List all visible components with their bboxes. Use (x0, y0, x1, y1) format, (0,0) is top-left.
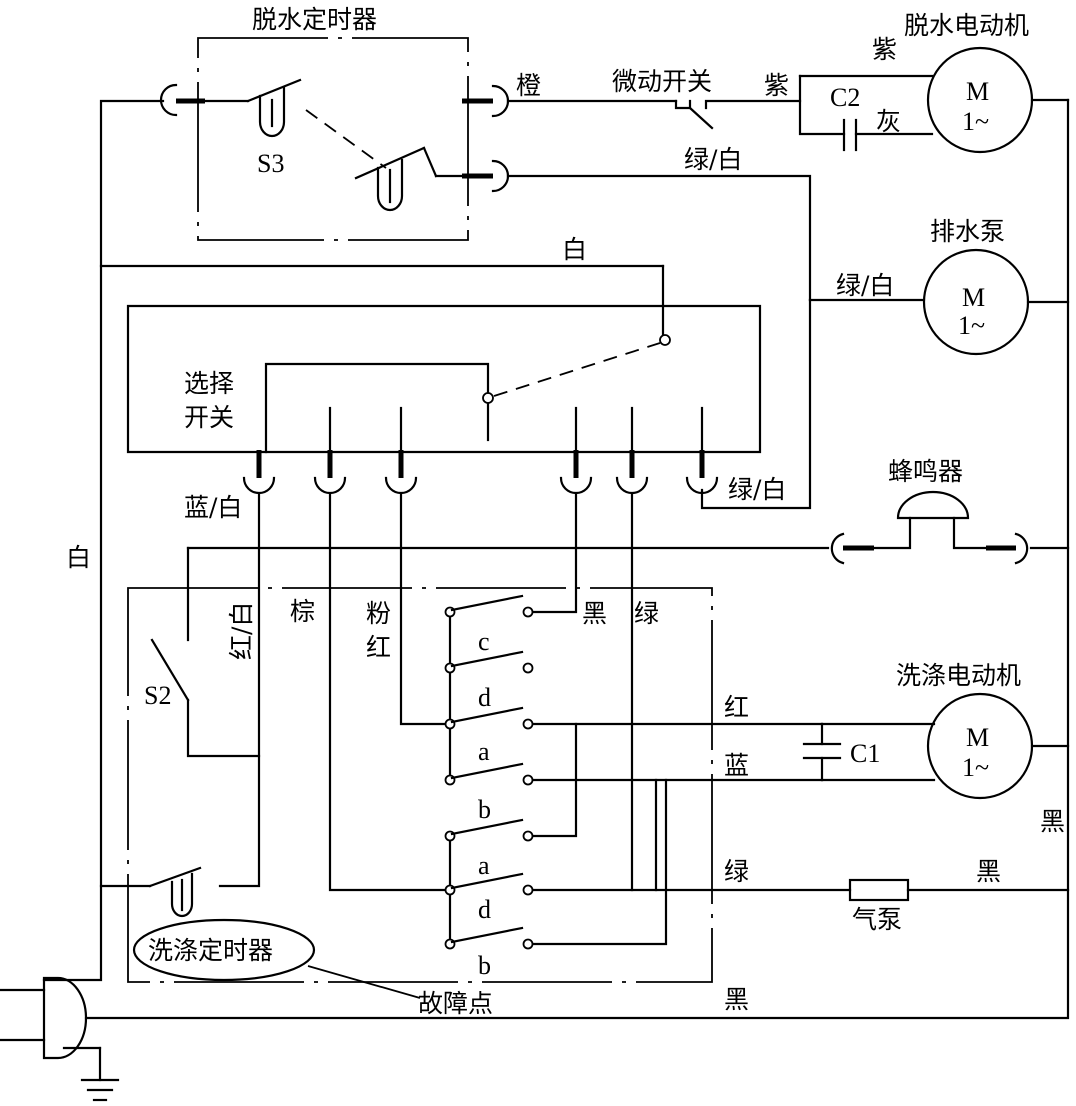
spin-motor-phase: 1~ (962, 107, 989, 136)
green-white-label-drain: 绿/白 (836, 271, 894, 300)
spin-timer-box (197, 37, 469, 241)
drain-pump (922, 248, 1070, 356)
wash-timer-main-contact (148, 866, 202, 888)
green-wire-label-right: 绿 (724, 857, 749, 886)
spin-motor-label: 脱水电动机 (904, 11, 1029, 40)
wash-motor-label: 洗涤电动机 (896, 661, 1021, 690)
contact-b-label-lower: b (478, 951, 491, 980)
black-wire-label-airpump: 黑 (976, 857, 1001, 886)
air-pump-body (848, 878, 910, 902)
wash-motor (926, 692, 1070, 800)
air-pump-label: 气泵 (852, 905, 902, 934)
green-wire-label-top: 绿 (634, 599, 659, 628)
micro-switch (506, 99, 802, 130)
s2-switch-blade (150, 638, 190, 702)
purple-wire-label-left: 紫 (764, 71, 789, 100)
green-white-drain-wire (506, 174, 812, 302)
selector-terminals (242, 450, 719, 495)
air-pump (848, 878, 1070, 902)
selector-switch-box (126, 304, 762, 454)
black-wire-label-right: 黑 (1040, 807, 1065, 836)
gray-wire-label: 灰 (876, 107, 901, 136)
drain-pump-phase: 1~ (958, 311, 985, 340)
white-wire-label-left: 白 (66, 543, 91, 572)
spin-timer (159, 37, 510, 241)
s2-label: S2 (144, 681, 171, 710)
pink-red-wire (399, 492, 452, 726)
white-wire-label-top: 白 (562, 235, 587, 264)
right-rail-black-wire (84, 98, 1070, 1020)
micro-switch-label: 微动开关 (612, 67, 712, 96)
pink-label-line1: 粉 (366, 599, 391, 628)
fault-point-label: 故障点 (418, 989, 493, 1018)
plug-body (42, 976, 88, 1060)
contact-a-label-upper: a (478, 737, 490, 766)
brown-wire-label: 棕 (290, 597, 315, 626)
contact-a-label-lower: a (478, 851, 490, 880)
ground-symbol (80, 1078, 120, 1102)
red-wire-label: 红 (724, 693, 749, 722)
c2-capacitor-network (798, 74, 934, 152)
s3-label: S3 (257, 149, 284, 178)
wash-timer-label: 洗涤定时器 (148, 936, 273, 965)
wash-motor-phase: 1~ (962, 753, 989, 782)
drain-pump-m: M (962, 283, 985, 312)
brown-wire (328, 492, 452, 892)
power-plug (0, 976, 102, 1082)
selector-switch (126, 304, 762, 495)
green-white-label-micro: 绿/白 (684, 145, 742, 174)
spin-timer-second-cam (376, 158, 404, 212)
buzzer-body (896, 490, 970, 520)
black-wire-label: 黑 (582, 599, 607, 628)
c1-label: C1 (850, 739, 880, 768)
blue-wire-label: 蓝 (724, 751, 749, 780)
white-main-wire (42, 99, 665, 982)
spin-timer-label: 脱水定时器 (252, 5, 377, 34)
contact-c-label: c (478, 627, 490, 656)
spin-timer-linkage (305, 109, 387, 169)
spin-motor-m: M (966, 77, 989, 106)
micro-switch-actuator (674, 99, 692, 110)
s3-cam (258, 86, 286, 138)
contact-set-upper (444, 594, 534, 786)
fault-point-leader (307, 965, 421, 999)
blue-white-label: 蓝/白 (184, 493, 242, 522)
black-wire (526, 492, 578, 614)
contact-d-label-upper: d (478, 683, 491, 712)
buzzer-label: 蜂鸣器 (888, 457, 963, 486)
green-white-label-selector: 绿/白 (728, 475, 786, 504)
selector-label-line1: 选择 (184, 369, 234, 398)
wash-timer-box (127, 587, 713, 983)
c2-label: C2 (830, 83, 860, 112)
contact-set-lower (444, 818, 534, 950)
micro-switch-blade (688, 106, 714, 130)
wash-timer-label-ellipse (132, 918, 316, 982)
c1-capacitor (802, 722, 936, 782)
wash-timer (99, 492, 852, 983)
s3-contact-blade (246, 78, 302, 103)
contact-d-label-lower: d (478, 895, 491, 924)
selector-linkage (493, 342, 661, 397)
buzzer (186, 490, 1070, 565)
drain-pump-label: 排水泵 (930, 217, 1005, 246)
purple-wire-label-top: 紫 (872, 35, 897, 64)
contact-b-label-upper: b (478, 795, 491, 824)
pink-label-line2: 红 (366, 633, 391, 662)
selector-label-line2: 开关 (184, 403, 234, 432)
red-white-label: 红/白 (227, 602, 256, 660)
orange-wire-label: 橙 (516, 71, 541, 100)
wash-motor-m: M (966, 723, 989, 752)
spin-motor (926, 46, 1070, 154)
black-wire-label-bottom: 黑 (724, 985, 749, 1014)
